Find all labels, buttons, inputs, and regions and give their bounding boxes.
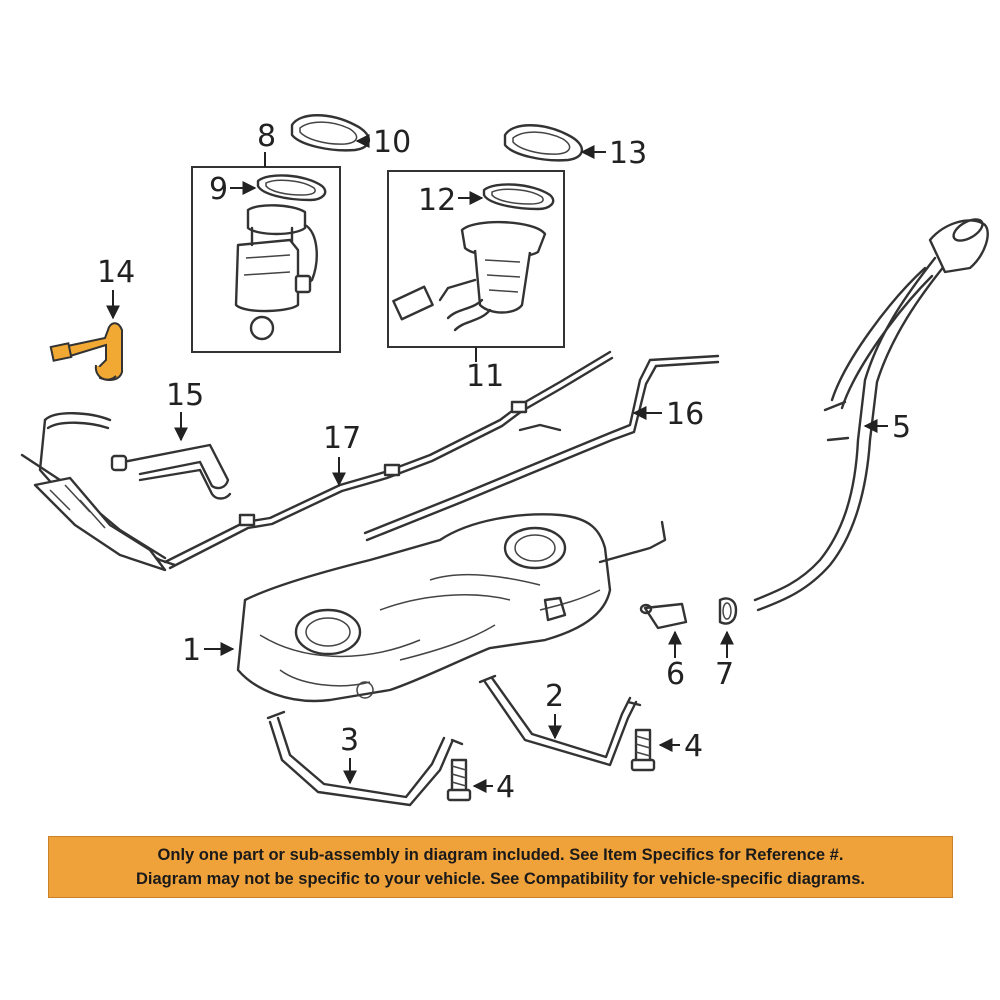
part-10-lock-ring — [290, 114, 371, 152]
callout-6: 6 — [666, 657, 685, 692]
callout-1: 1 — [182, 633, 201, 668]
callout-8: 8 — [257, 119, 276, 154]
part-15-hose — [110, 443, 232, 500]
left-bracket-assembly — [20, 412, 177, 572]
disclaimer-line-2: Diagram may not be specific to your vehi… — [136, 870, 865, 888]
disclaimer-banner: Only one part or sub-assembly in diagram… — [48, 836, 953, 898]
callout-16: 16 — [666, 397, 704, 432]
part-4-bolt-right — [630, 728, 656, 772]
part-6-hose-end — [639, 602, 688, 630]
callout-14: 14 — [97, 255, 135, 290]
callout-4-right: 4 — [684, 729, 703, 764]
part-13-lock-ring — [503, 124, 584, 162]
part-16-vent-line — [363, 354, 720, 542]
part-2-strap — [478, 674, 642, 767]
part-4-bolt-left — [446, 758, 472, 802]
callout-15: 15 — [166, 378, 204, 413]
part-17-fuel-line — [163, 350, 614, 570]
part-11-fuel-pump-module — [392, 220, 547, 332]
callout-12: 12 — [418, 183, 456, 218]
part-3-strap — [266, 710, 464, 807]
callout-17: 17 — [323, 421, 361, 456]
callout-5: 5 — [892, 410, 911, 445]
part-8-fuel-pump-module — [234, 204, 318, 341]
part-5-filler-neck — [753, 218, 989, 612]
part-9-seal — [256, 174, 327, 202]
callout-13: 13 — [609, 136, 647, 171]
callout-10: 10 — [373, 125, 411, 160]
callout-11: 11 — [466, 359, 504, 394]
callout-7: 7 — [715, 657, 734, 692]
disclaimer-line-1: Only one part or sub-assembly in diagram… — [157, 846, 844, 864]
callout-4-left: 4 — [496, 770, 515, 805]
part-14-sensor-highlighted — [49, 322, 123, 381]
callout-3: 3 — [340, 723, 359, 758]
callout-2: 2 — [545, 679, 564, 714]
part-1-fuel-tank — [236, 513, 667, 703]
callout-9: 9 — [209, 172, 228, 207]
part-7-grommet — [718, 597, 738, 625]
part-12-seal — [482, 183, 555, 211]
